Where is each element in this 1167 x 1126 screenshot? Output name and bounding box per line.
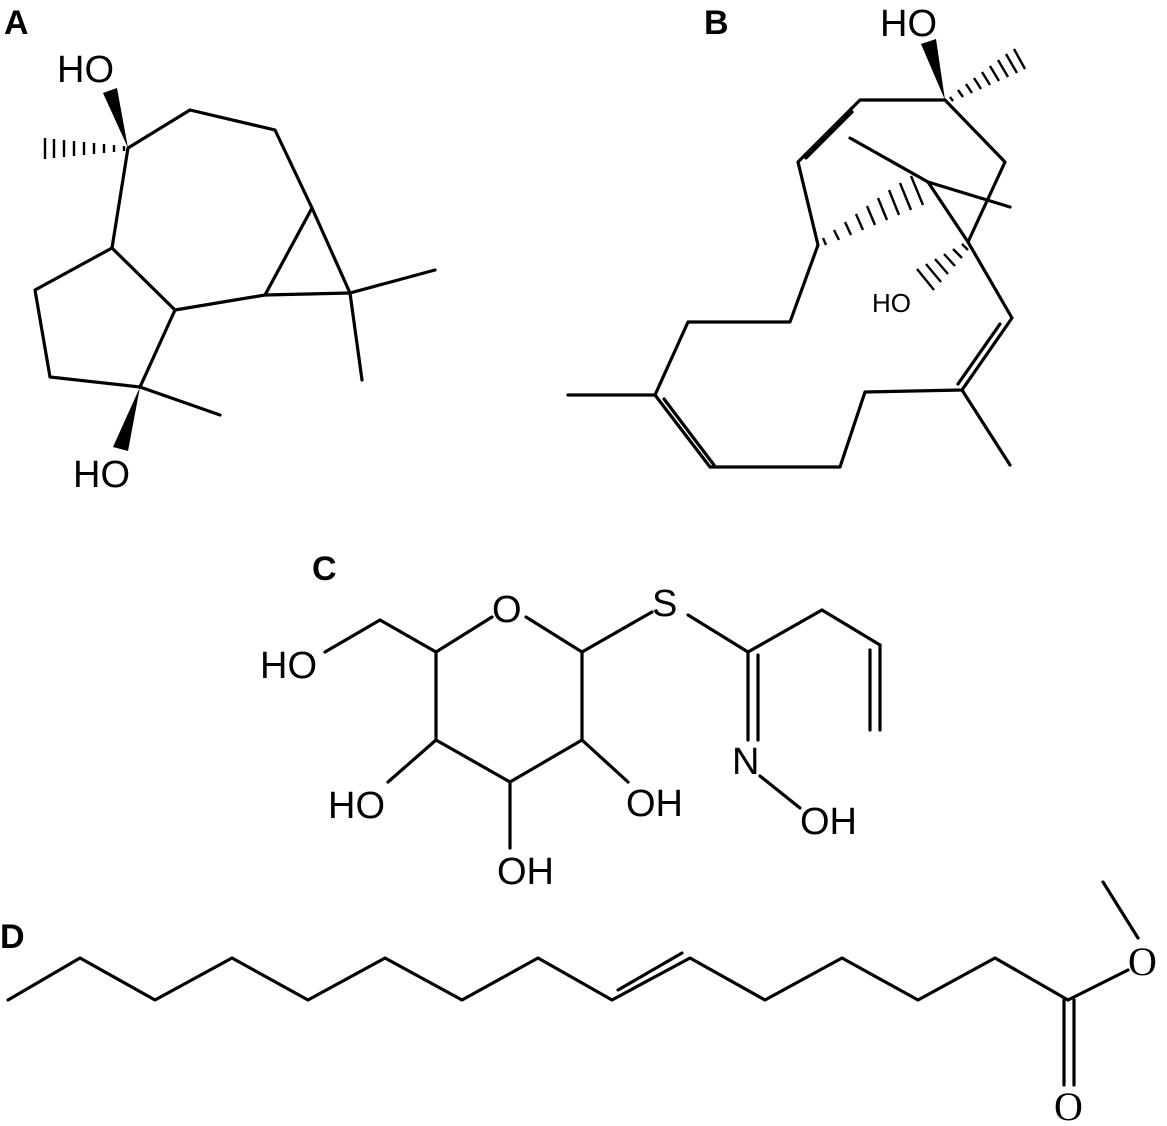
panel-c-label: C [312,550,337,588]
panel-d-structure: D O O [0,880,1157,1126]
panel-c-nitrogen: N [732,741,759,783]
panel-b-label: B [704,4,729,42]
panel-b-hashed-methyl [949,48,1027,102]
panel-b-hashed-bond-upper [821,175,925,246]
panel-c-ring-oxygen: O [492,589,522,631]
panel-c-oh-right: OH [626,783,683,825]
panel-c-oh-bottom: OH [497,851,554,893]
panel-d-carbonyl-oxygen: O [1054,1084,1083,1126]
panel-c-sulfur: S [652,583,677,625]
panel-b-hashed-bond-oh [916,243,969,291]
panel-b-oh-top: HO [880,3,937,45]
panel-b-oh-mid: HO [872,288,911,318]
panel-d-label: D [0,918,25,956]
panel-c-ho-left: HO [328,785,385,827]
panel-c-structure: C O HO HO OH OH S N OH [260,550,882,893]
panel-c-n-oh: OH [800,801,857,843]
panel-c-ho-ch2: HO [260,645,317,687]
panel-a-structure: A HO HO [4,4,437,496]
panel-b-structure: B HO [566,3,1027,469]
panel-d-ester-oxygen: O [1128,939,1157,984]
panel-a-oh-bottom: HO [73,454,130,496]
panel-a-hashed-methyl [43,138,126,159]
panel-a-oh-top: HO [57,49,114,91]
panel-a-label: A [4,4,29,42]
